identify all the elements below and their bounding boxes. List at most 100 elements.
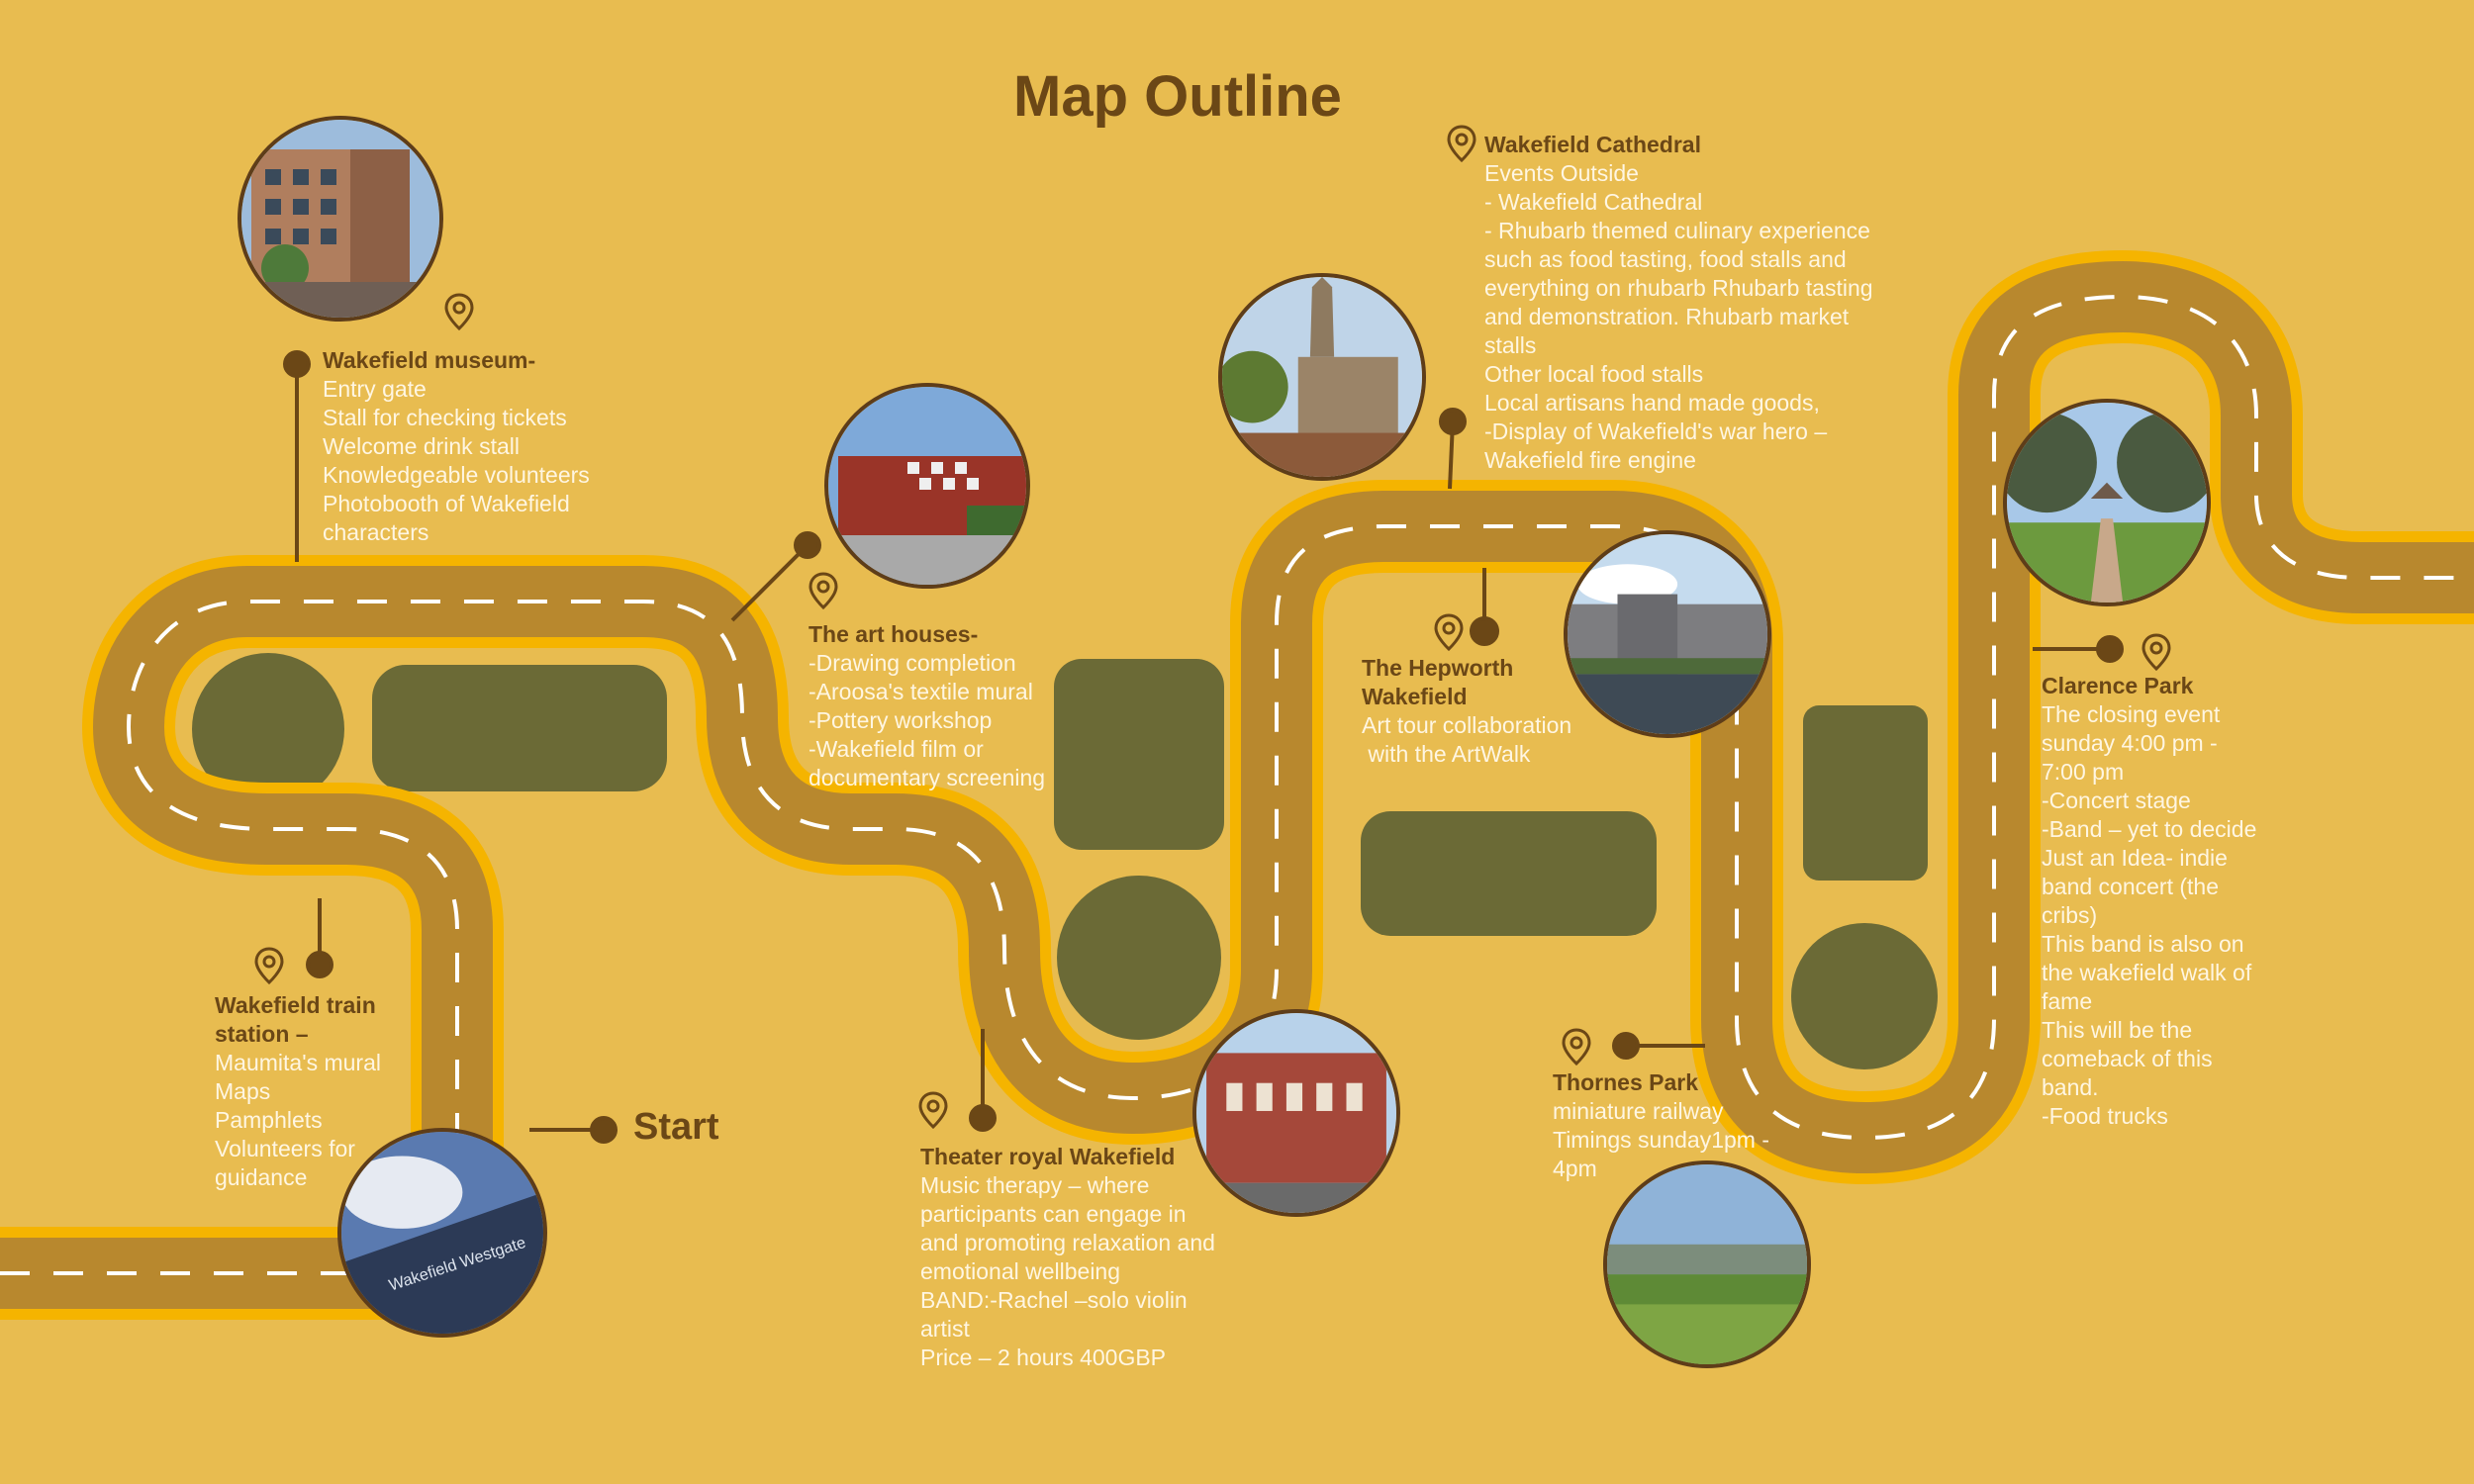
green-circle-block — [1057, 876, 1221, 1040]
clarence-heading: Clarence Park — [2042, 673, 2194, 698]
train-info: Wakefield train station – Maumita's mura… — [215, 991, 381, 1192]
hepworth-info: The Hepworth Wakefield Art tour collabor… — [1362, 654, 1571, 769]
info-line: - Rhubarb themed culinary experience — [1484, 218, 1870, 243]
hepworth-heading: Wakefield — [1362, 684, 1468, 709]
info-line: Events Outside — [1484, 160, 1639, 186]
hepworth-connector — [1470, 568, 1499, 646]
clarence-connector — [2033, 635, 2124, 663]
cathedral-photo — [1218, 273, 1426, 481]
start-connector — [529, 1116, 618, 1144]
info-line: characters — [323, 519, 429, 545]
location-pin-icon — [444, 293, 474, 330]
info-line: -Wakefield film or — [809, 736, 984, 762]
info-line: Just an Idea- indie — [2042, 845, 2228, 871]
cathedral-info: Wakefield Cathedral Events Outside - Wak… — [1484, 131, 1873, 475]
landscape-photo — [1603, 1160, 1811, 1368]
info-line: Maps — [215, 1078, 271, 1104]
train-connector — [306, 898, 333, 978]
location-pin-icon — [1562, 1028, 1591, 1066]
info-line: miniature railway — [1553, 1098, 1724, 1124]
clarence-info: Clarence Park The closing event sunday 4… — [2042, 672, 2256, 1131]
info-line: and promoting relaxation and — [920, 1230, 1215, 1255]
theater-connector — [969, 1029, 997, 1132]
connectors — [283, 350, 2124, 1144]
theater-info: Theater royal Wakefield Music therapy – … — [920, 1143, 1215, 1372]
info-line: 4pm — [1553, 1156, 1597, 1181]
info-line: -Pottery workshop — [809, 707, 993, 733]
art-houses-connector — [730, 531, 821, 622]
green-rect-block — [1054, 659, 1224, 850]
info-line: cribs) — [2042, 902, 2098, 928]
art-houses-heading: The art houses- — [809, 621, 979, 647]
info-line: -Band – yet to decide — [2042, 816, 2257, 842]
info-line: band. — [2042, 1074, 2099, 1100]
art-house-photo — [824, 383, 1030, 589]
green-rect-block — [372, 665, 667, 791]
thornes-info: Thornes Park miniature railway Timings s… — [1553, 1068, 1769, 1183]
info-line: fame — [2042, 988, 2093, 1014]
museum-heading: Wakefield museum- — [323, 347, 536, 373]
theater-heading: Theater royal Wakefield — [920, 1144, 1176, 1169]
thornes-connector — [1612, 1032, 1705, 1060]
info-line: Volunteers for — [215, 1136, 355, 1161]
info-line: The closing event — [2042, 701, 2221, 727]
location-pin-icon — [254, 947, 284, 984]
info-line: Music therapy – where — [920, 1172, 1150, 1198]
building-photo — [238, 116, 443, 322]
cathedral-heading: Wakefield Cathedral — [1484, 132, 1701, 157]
train-heading: Wakefield train — [215, 992, 376, 1018]
info-line: such as food tasting, food stalls and — [1484, 246, 1847, 272]
info-line: with the ArtWalk — [1362, 741, 1531, 767]
green-circle-block — [1791, 923, 1938, 1069]
museum-connector — [283, 350, 311, 562]
info-line: Maumita's mural — [215, 1050, 381, 1075]
location-pin-icon — [2141, 633, 2171, 671]
location-pin-icon — [918, 1091, 948, 1129]
museum-info: Wakefield museum- Entry gate Stall for c… — [323, 346, 590, 547]
green-circle-block — [192, 653, 344, 805]
info-line: Timings sunday1pm - — [1553, 1127, 1770, 1153]
info-line: artist — [920, 1316, 970, 1342]
cathedral-connector — [1439, 408, 1467, 490]
info-line: BAND:-Rachel –solo violin — [920, 1287, 1188, 1313]
theater-photo — [1192, 1009, 1400, 1217]
info-line: documentary screening — [809, 765, 1046, 790]
hepworth-heading: The Hepworth — [1362, 655, 1514, 681]
park-photo — [2003, 399, 2211, 606]
art-houses-info: The art houses- -Drawing completion -Aro… — [809, 620, 1045, 792]
info-line: Welcome drink stall — [323, 433, 520, 459]
info-line: Other local food stalls — [1484, 361, 1704, 387]
info-line: band concert (the — [2042, 874, 2220, 899]
hepworth-photo — [1564, 530, 1771, 738]
thornes-heading: Thornes Park — [1553, 1069, 1698, 1095]
page-title: Map Outline — [1013, 64, 1342, 129]
info-line: -Display of Wakefield's war hero – — [1484, 418, 1828, 444]
info-line: Photobooth of Wakefield — [323, 491, 570, 516]
green-rect-block — [1803, 705, 1928, 881]
info-line: This band is also on — [2042, 931, 2244, 957]
info-line: -Food trucks — [2042, 1103, 2168, 1129]
info-line: comeback of this — [2042, 1046, 2213, 1071]
info-line: and demonstration. Rhubarb market — [1484, 304, 1850, 329]
info-line: Entry gate — [323, 376, 427, 402]
info-line: Knowledgeable volunteers — [323, 462, 590, 488]
info-line: Wakefield fire engine — [1484, 447, 1696, 473]
info-line: - Wakefield Cathedral — [1484, 189, 1703, 215]
info-line: This will be the — [2042, 1017, 2193, 1043]
location-pin-icon — [1434, 613, 1464, 651]
info-line: Local artisans hand made goods, — [1484, 390, 1820, 416]
info-line: stalls — [1484, 332, 1537, 358]
info-line: Art tour collaboration — [1362, 712, 1572, 738]
info-line: 7:00 pm — [2042, 759, 2125, 785]
info-line: sunday 4:00 pm - — [2042, 730, 2218, 756]
info-line: guidance — [215, 1164, 308, 1190]
train-heading: station – — [215, 1021, 309, 1047]
info-line: emotional wellbeing — [920, 1258, 1121, 1284]
info-line: participants can engage in — [920, 1201, 1187, 1227]
info-line: -Concert stage — [2042, 788, 2191, 813]
info-line: Stall for checking tickets — [323, 405, 567, 430]
green-rect-block — [1361, 811, 1657, 936]
green-blocks — [192, 653, 1938, 1069]
start-label: Start — [633, 1106, 719, 1148]
